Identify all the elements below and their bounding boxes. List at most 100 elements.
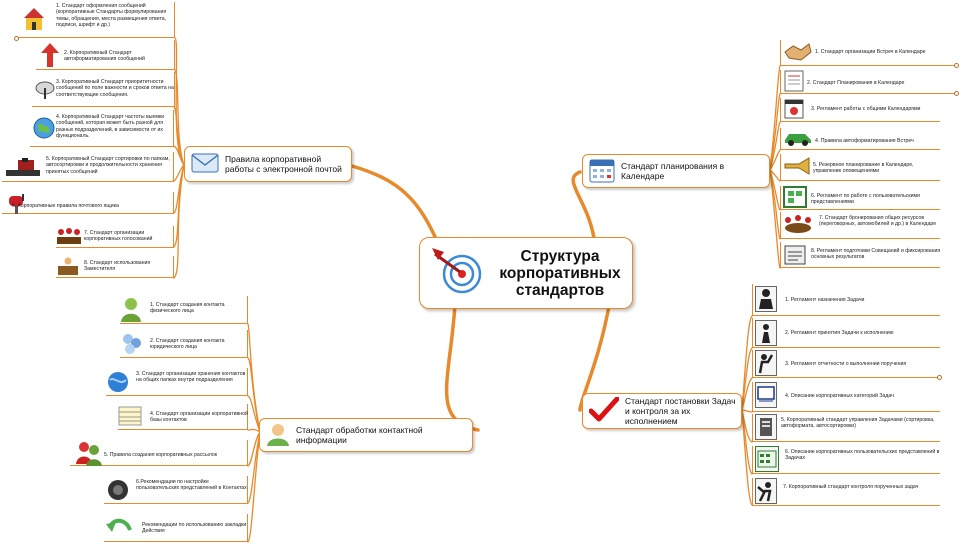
task-management-icon xyxy=(755,414,777,440)
tasks-item-4[interactable]: 4. Описание корпоративных категорий Зада… xyxy=(752,382,940,412)
tasks-item-4-text: 4. Описание корпоративных категорий Зада… xyxy=(785,393,894,399)
tasks-item-3[interactable]: 3. Регламент отчетности о выполнении пор… xyxy=(752,350,940,378)
calendar-item-6-text: 6. Регламент по работе с пользовательски… xyxy=(811,193,921,206)
calendar-item-4-text: 4. Правила автоформатирования Встреч xyxy=(815,138,914,144)
desk-lamp-icon xyxy=(4,156,44,182)
car-icon xyxy=(783,130,813,148)
custom-view-icon xyxy=(783,186,807,210)
email-item-2[interactable]: 2. Корпоративный Стандарт автоформатиров… xyxy=(36,40,175,70)
accept-task-icon xyxy=(755,320,777,346)
calendar-icon xyxy=(589,157,615,185)
email-item-7[interactable]: 7. Стандарт организации корпоративных го… xyxy=(56,226,174,248)
contacts-item-4-text: 4. Стандарт организации корпоративной ба… xyxy=(150,411,248,424)
tasks-item-7[interactable]: 7. Корпоративный стандарт контроля поруч… xyxy=(752,478,940,506)
branch-calendar[interactable]: Стандарт планирования в Календаре xyxy=(582,154,770,188)
calendar-item-2[interactable]: 2. Стандарт Планирования в Календаре xyxy=(780,70,956,94)
email-item-1[interactable]: 1. Стандарт оформления сообщений (корпор… xyxy=(18,2,175,38)
database-table-icon xyxy=(118,406,142,428)
calendar-item-8[interactable]: 8. Регламент подготовки Совещаний и фикс… xyxy=(780,242,940,268)
contacts-item-4[interactable]: 4. Стандарт организации корпоративной ба… xyxy=(118,404,248,430)
collapse-dot[interactable] xyxy=(954,91,959,96)
collapse-dot[interactable] xyxy=(14,36,19,41)
report-figure-icon xyxy=(755,350,777,376)
shared-calendar-icon xyxy=(783,98,805,122)
trumpet-icon xyxy=(783,156,811,178)
contact-person-icon xyxy=(266,422,290,448)
branch-calendar-label: Стандарт планирования в Календаре xyxy=(621,161,725,181)
voting-people-icon xyxy=(56,226,82,248)
tasks-item-2-text: 2. Регламент принятия Задачи к исполнени… xyxy=(785,330,894,336)
tasks-item-1-text: 1. Регламент назначения Задачи xyxy=(785,297,865,303)
calendar-item-2-text: 2. Стандарт Планирования в Календаре xyxy=(807,80,905,86)
calendar-item-4[interactable]: 4. Правила автоформатирования Встреч xyxy=(780,128,940,150)
central-title: Структура корпоративных стандартов xyxy=(499,248,621,299)
email-item-5[interactable]: 5. Корпоративный Стандарт сортировки по … xyxy=(2,152,174,182)
envelope-icon xyxy=(191,153,219,175)
email-item-8[interactable]: 8. Стандарт использования Заместителя xyxy=(56,256,174,278)
contacts-item-3-text: 3. Стандарт организации хранения контакт… xyxy=(136,371,246,384)
mailing-list-people-icon xyxy=(74,440,104,468)
branch-contacts-label: Стандарт обработки контактной информации xyxy=(296,425,423,445)
user-view-icon xyxy=(755,446,779,472)
calendar-item-7[interactable]: 7. Стандарт бронирования общих ресурсов … xyxy=(780,212,940,239)
checkmark-icon xyxy=(588,396,620,425)
branch-tasks-label: Стандарт постановки Задач и контроля за … xyxy=(625,396,736,426)
calendar-item-6[interactable]: 6. Регламент по работе с пользовательски… xyxy=(780,186,940,210)
collapse-dot[interactable] xyxy=(954,63,959,68)
calendar-item-8-text: 8. Регламент подготовки Совещаний и фикс… xyxy=(811,248,941,261)
calendar-item-3[interactable]: 3. Регламент работы с общими Календарями xyxy=(780,98,940,122)
tasks-item-6[interactable]: 6. Описание корпоративных пользовательск… xyxy=(752,446,940,474)
branch-tasks[interactable]: Стандарт постановки Задач и контроля за … xyxy=(582,393,742,429)
email-item-4[interactable]: 4. Корпоративный Стандарт частоты выемки… xyxy=(30,110,174,147)
contacts-item-1[interactable]: 1. Стандарт создания контакта физическог… xyxy=(120,296,248,324)
contacts-item-2-text: 2. Стандарт создания контакта юридическо… xyxy=(150,338,225,351)
target-icon xyxy=(432,248,482,294)
calendar-item-1-text: 1. Стандарт организации Встреч в Календа… xyxy=(815,49,926,55)
calendar-item-5[interactable]: 5. Резервное планирование в Календаре, у… xyxy=(780,154,940,181)
contacts-item-6[interactable]: 6.Рекомендации по настройке пользователь… xyxy=(104,476,248,504)
email-item-4-text: 4. Корпоративный Стандарт частоты выемки… xyxy=(56,114,165,140)
handshake-icon xyxy=(783,40,813,64)
contacts-item-3[interactable]: 3. Стандарт организации хранения контакт… xyxy=(106,368,248,396)
email-item-6-text: 6. Корпоративные правила почтового ящика xyxy=(12,203,119,209)
contacts-item-5-text: 5. Правила создания корпоративных рассыл… xyxy=(104,452,217,458)
branch-contacts[interactable]: Стандарт обработки контактной информации xyxy=(259,418,473,452)
contacts-item-2[interactable]: 2. Стандарт создания контакта юридическо… xyxy=(120,330,248,358)
upload-arrow-icon xyxy=(40,42,60,70)
calendar-item-3-text: 3. Регламент работы с общими Календарями xyxy=(811,106,921,112)
network-globe-icon xyxy=(106,370,130,396)
collapse-dot[interactable] xyxy=(937,375,942,380)
contacts-item-6-text: 6.Рекомендации по настройке пользователь… xyxy=(136,479,247,492)
tasks-item-3-text: 3. Регламент отчетности о выполнении пор… xyxy=(785,361,907,367)
contacts-item-7-text: Рекомендации по использованию закладки Д… xyxy=(142,522,247,535)
control-figure-icon xyxy=(755,478,777,504)
tasks-item-1[interactable]: 1. Регламент назначения Задачи xyxy=(752,284,940,316)
meeting-notes-icon xyxy=(783,244,807,268)
email-item-3-text: 3. Корпоративный Стандарт приоритетности… xyxy=(56,79,174,98)
central-topic[interactable]: Структура корпоративных стандартов xyxy=(419,237,633,309)
contacts-item-7[interactable]: Рекомендации по использованию закладки Д… xyxy=(104,514,248,542)
email-item-3[interactable]: 3. Корпоративный Стандарт приоритетности… xyxy=(32,72,175,107)
email-item-1-text: 1. Стандарт оформления сообщений (корпор… xyxy=(56,3,167,29)
undo-arrow-icon xyxy=(106,516,132,540)
email-item-8-text: 8. Стандарт использования Заместителя xyxy=(84,260,151,273)
branch-email-label: Правила корпоративной работы с электронн… xyxy=(225,154,342,174)
tasks-item-5[interactable]: 5. Корпоративный стандарт управления Зад… xyxy=(752,414,940,442)
calendar-item-7-text: 7. Стандарт бронирования общих ресурсов … xyxy=(819,215,937,228)
tasks-item-2[interactable]: 2. Регламент принятия Задачи к исполнени… xyxy=(752,318,940,348)
person-icon xyxy=(120,296,142,324)
contacts-item-1-text: 1. Стандарт создания контакта физическог… xyxy=(150,302,225,315)
calendar-item-1[interactable]: 1. Стандарт организации Встреч в Календа… xyxy=(780,40,956,66)
branch-email[interactable]: Правила корпоративной работы с электронн… xyxy=(184,146,352,182)
meeting-room-icon xyxy=(783,214,813,238)
plan-sheet-icon xyxy=(783,70,805,94)
tasks-item-6-text: 6. Описание корпоративных пользовательск… xyxy=(785,449,940,462)
company-people-icon xyxy=(120,332,144,358)
satellite-dish-icon xyxy=(34,78,56,102)
contacts-item-5[interactable]: 5. Правила создания корпоративных рассыл… xyxy=(70,440,248,466)
deputy-desk-icon xyxy=(56,256,80,278)
globe-icon xyxy=(32,116,56,142)
email-item-6[interactable]: 6. Корпоративные правила почтового ящика xyxy=(2,192,174,214)
mailbox-icon xyxy=(6,192,28,216)
